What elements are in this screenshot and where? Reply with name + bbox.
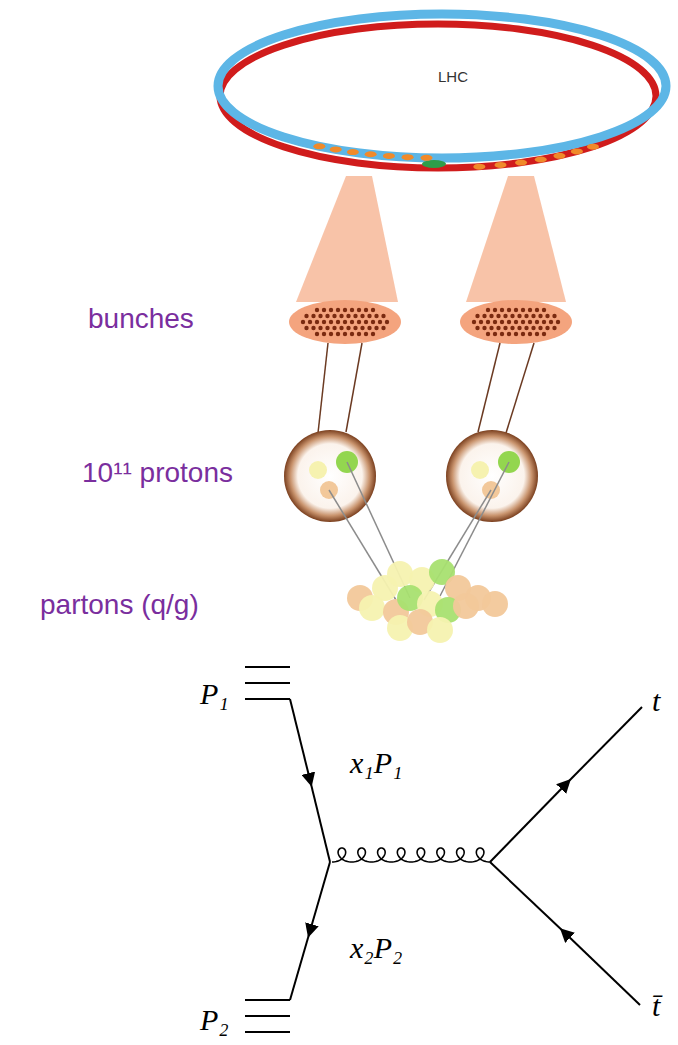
bunch-protons xyxy=(301,308,560,336)
beam-cone xyxy=(296,176,398,302)
bunch xyxy=(460,300,572,344)
level-label: bunches xyxy=(88,302,194,336)
level-label: 10¹¹ protons xyxy=(82,456,233,490)
ring-label: LHC xyxy=(438,68,468,86)
zoom-lines xyxy=(318,343,534,433)
feynman-diagram xyxy=(245,667,642,1032)
parton-cloud xyxy=(347,559,508,643)
parton-lines xyxy=(329,462,509,600)
particle-label: t̄ xyxy=(652,988,660,1024)
proton xyxy=(446,430,538,522)
beam-momentum: P₁ xyxy=(200,676,229,712)
beam-momentum: P₂ xyxy=(200,1002,229,1038)
proton xyxy=(284,430,376,522)
particle-label: t xyxy=(652,683,660,719)
parton-momentum: x₂P₂ xyxy=(350,930,403,966)
parton-momentum: x₁P₁ xyxy=(350,745,403,781)
ring-outline xyxy=(212,6,672,178)
beam-cone xyxy=(466,176,566,302)
level-label: partons (q/g) xyxy=(40,588,199,622)
bunch xyxy=(289,300,401,344)
accelerator-ring: LHC xyxy=(212,6,672,178)
quarks xyxy=(309,451,520,499)
